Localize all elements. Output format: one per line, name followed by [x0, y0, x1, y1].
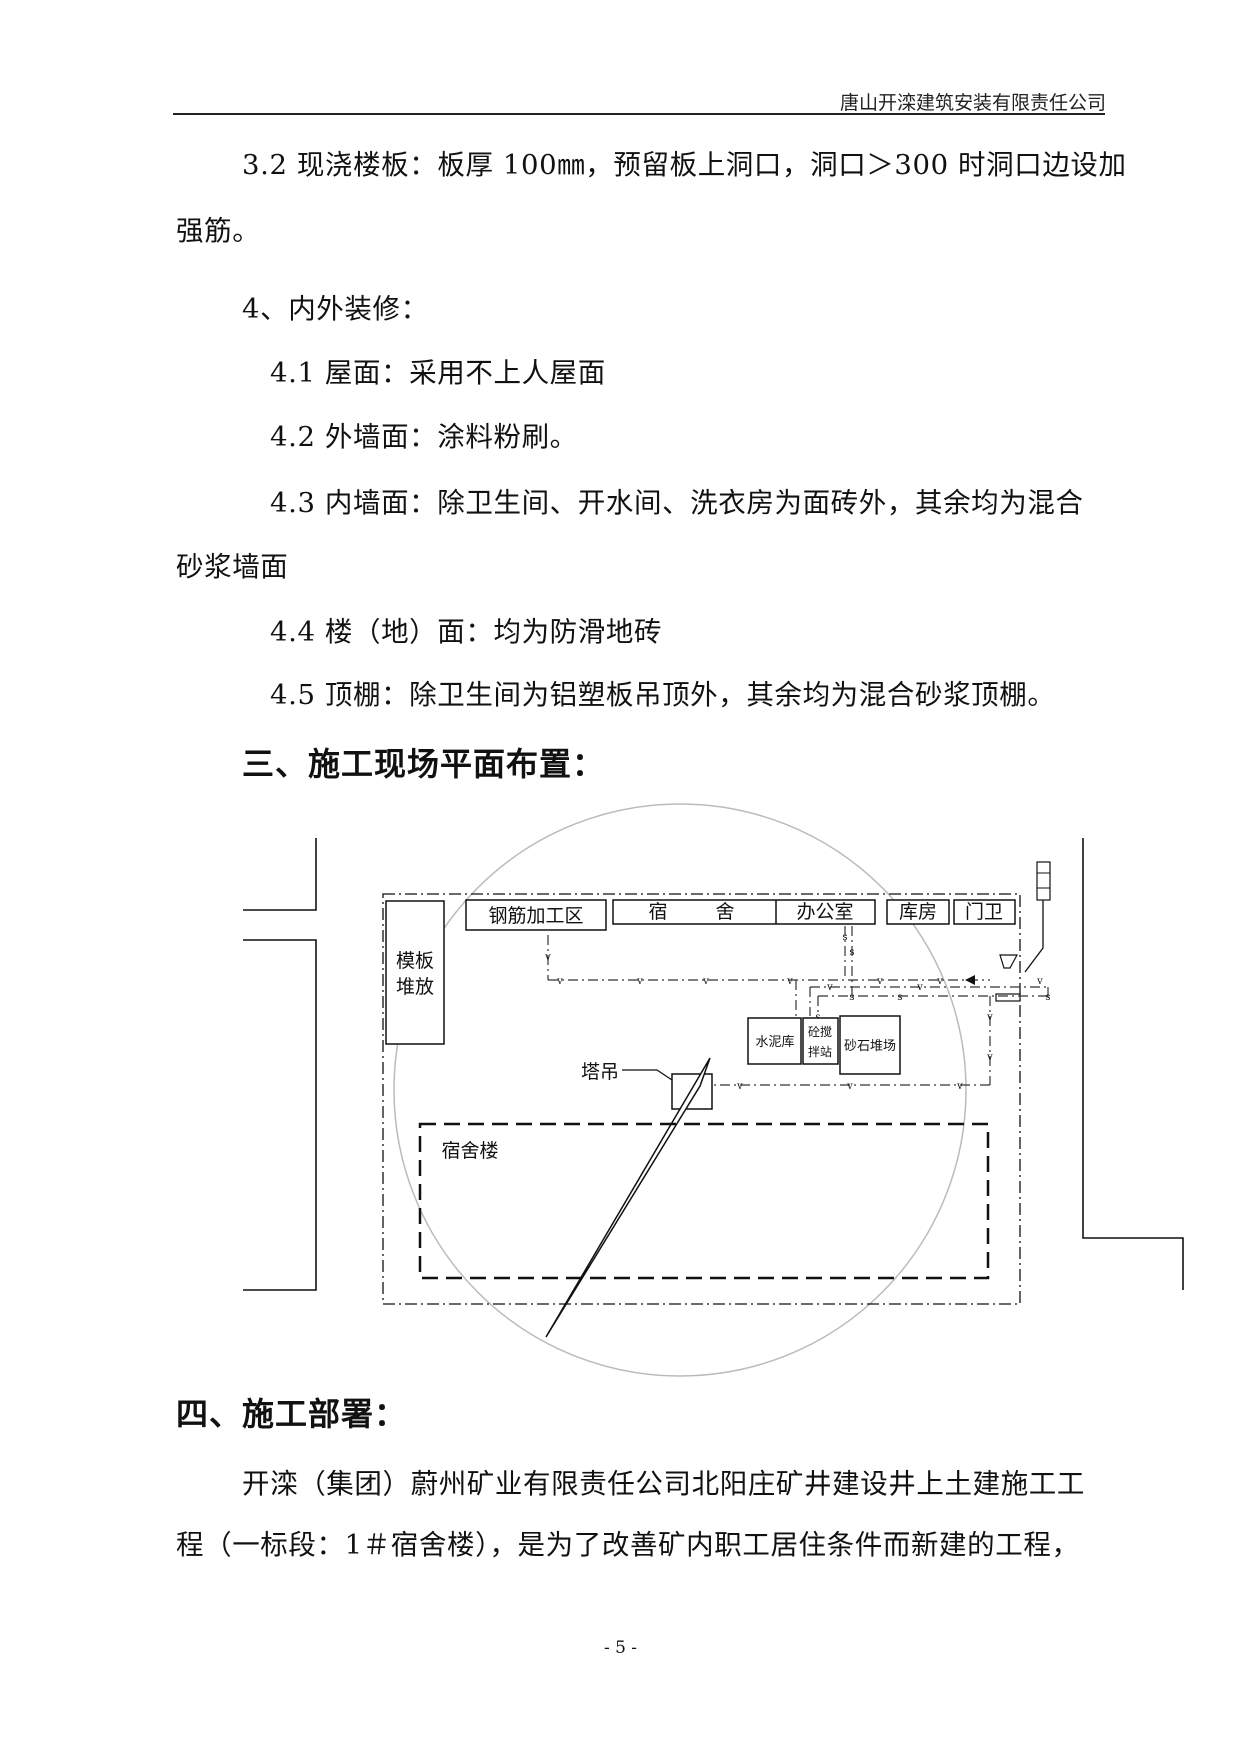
section-heading-3: 三、施工现场平面布置： — [242, 745, 606, 783]
left-road-lower — [243, 939, 317, 1291]
svg-text:v: v — [846, 1081, 853, 1092]
svg-text:v: v — [786, 976, 793, 987]
svg-text:v: v — [636, 976, 643, 987]
svg-text:v: v — [544, 952, 551, 963]
svg-text:s: s — [1045, 992, 1050, 1003]
warehouse-label: 库房 — [899, 901, 937, 923]
right-road — [1082, 838, 1184, 1290]
warehouse-box — [886, 899, 950, 925]
rebar-area-box — [465, 899, 607, 931]
section-heading-4: 四、施工部署： — [176, 1395, 408, 1433]
paragraph-4-3-line-2: 砂浆墙面 — [176, 551, 289, 583]
left-road-upper — [243, 838, 317, 911]
svg-text:s: s — [849, 992, 854, 1003]
paragraph-4-4: 4.4 楼（地）面：均为防滑地砖 — [270, 616, 663, 648]
tower-crane-leader — [622, 1069, 673, 1081]
svg-text:v: v — [936, 976, 943, 987]
paragraph-deployment-line-2: 程（一标段：1＃宿舍楼），是为了改善矿内职工居住条件而新建的工程， — [176, 1529, 1080, 1561]
dorm-building-label: 宿舍楼 — [441, 1140, 498, 1162]
svg-text:s: s — [842, 932, 847, 943]
page-number: - 5 - — [603, 1638, 638, 1658]
svg-text:v: v — [556, 976, 563, 987]
svg-text:s: s — [849, 947, 854, 958]
temp-dorm-label-2: 舍 — [715, 901, 734, 923]
paragraph-3-2-line-1: 3.2 现浇楼板：板厚 100㎜，预留板上洞口，洞口＞300 时洞口边设加 — [242, 149, 1127, 181]
svg-text:v: v — [876, 976, 883, 987]
mixing-station-label-1: 砼搅 — [808, 1024, 832, 1039]
gatehouse-box — [953, 899, 1016, 925]
formwork-label-2: 堆放 — [396, 976, 434, 998]
paragraph-4-5: 4.5 顶棚：除卫生间为铝塑板吊顶外，其余均为混合砂浆顶棚。 — [270, 679, 1056, 711]
svg-text:v: v — [956, 1081, 963, 1092]
gatehouse-label: 门卫 — [965, 901, 1003, 923]
temp-dorm-office-box — [612, 899, 876, 925]
paragraph-deployment-line-1: 开滦（集团）蔚州矿业有限责任公司北阳庄矿井建设井上土建施工工 — [242, 1468, 1085, 1500]
svg-text:v: v — [986, 1052, 993, 1063]
paragraph-3-2-line-2: 强筋。 — [176, 215, 261, 247]
svg-text:s: s — [897, 992, 902, 1003]
pipe-markers: v v v v v v v v v v v v v v v s s s s s … — [544, 932, 1050, 1092]
svg-text:v: v — [702, 976, 709, 987]
svg-text:v: v — [1036, 976, 1043, 987]
svg-text:v: v — [826, 982, 833, 993]
aggregate-yard-box — [839, 1015, 901, 1075]
water-meter — [1036, 861, 1051, 901]
mixing-station-box — [802, 1017, 839, 1065]
svg-text:v: v — [736, 1081, 743, 1092]
paragraph-4-3-line-1: 4.3 内墙面：除卫生间、开水间、洗衣房为面砖外，其余均为混合 — [270, 487, 1084, 519]
cement-store-box — [747, 1017, 802, 1065]
paragraph-4-heading: 4、内外装修： — [242, 293, 429, 325]
tower-crane-label: 塔吊 — [581, 1061, 619, 1083]
temp-dorm-label-1: 宿 — [648, 901, 667, 923]
tower-crane-boom — [545, 1057, 711, 1338]
cement-store-label: 水泥库 — [755, 1034, 794, 1050]
supply-line — [1024, 900, 1044, 973]
svg-text:v: v — [986, 1012, 993, 1023]
rebar-area-label: 钢筋加工区 — [488, 905, 583, 927]
water-pipe-network — [547, 926, 1049, 1086]
mixing-station-label-2: 拌站 — [808, 1044, 832, 1059]
header-rule — [173, 113, 1105, 115]
header-company: 唐山开滦建筑安装有限责任公司 — [839, 92, 1106, 114]
aggregate-yard-label: 砂石堆场 — [844, 1039, 896, 1054]
formwork-stack-box — [385, 900, 445, 1045]
paragraph-4-1: 4.1 屋面：采用不上人屋面 — [270, 357, 606, 389]
dorm-building-outline — [418, 1122, 990, 1280]
svg-text:v: v — [916, 982, 923, 993]
crane-radius-circle — [393, 803, 967, 1377]
formwork-label-1: 模板 — [396, 950, 434, 972]
site-boundary — [382, 893, 1021, 1305]
paragraph-4-2: 4.2 外墙面：涂料粉刷。 — [270, 421, 578, 453]
office-label: 办公室 — [796, 901, 853, 923]
